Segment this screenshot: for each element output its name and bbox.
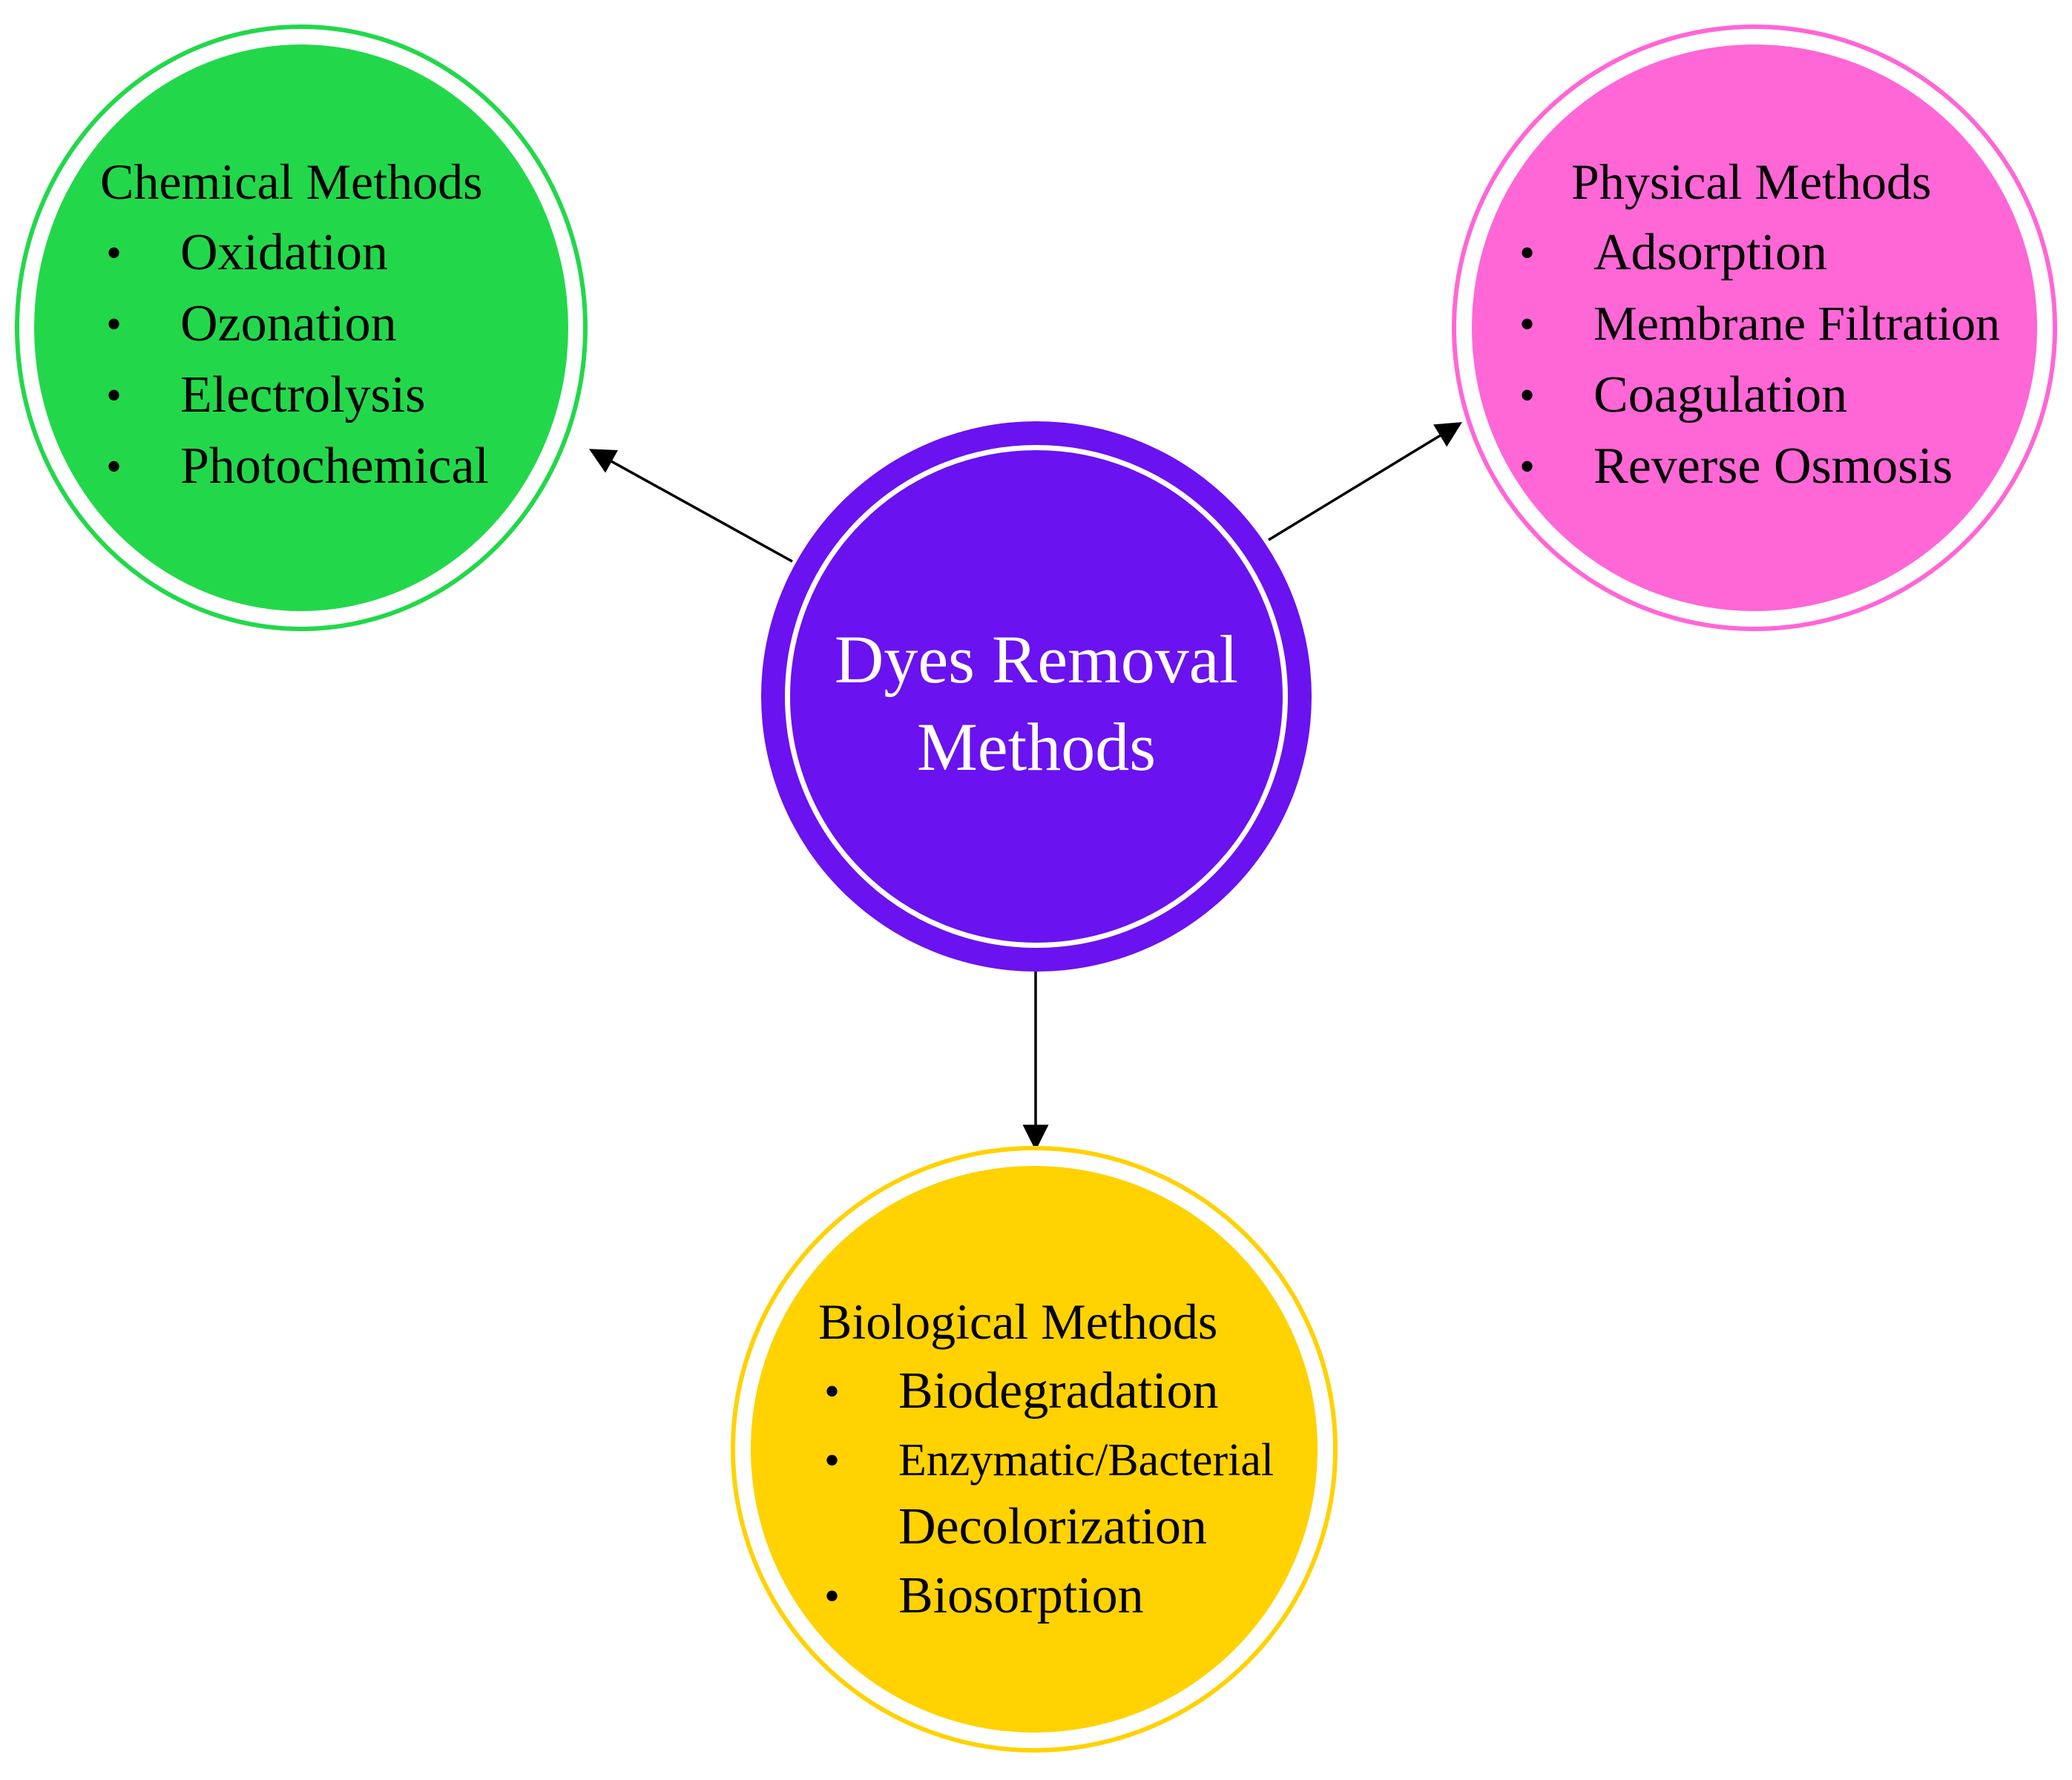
- biological-methods-circle: [751, 1166, 1318, 1733]
- center-title-line2: Methods: [917, 709, 1156, 785]
- bullet: •: [1519, 441, 1536, 491]
- list-item: •Biosorption: [818, 1560, 1274, 1632]
- chemical-methods-content: Chemical Methods •Oxidation •Ozonation •…: [100, 152, 489, 502]
- bullet: •: [106, 228, 122, 277]
- physical-methods-title: Physical Methods: [1571, 154, 1932, 210]
- bullet: •: [106, 370, 122, 420]
- list-item: •Electrolysis: [100, 360, 489, 431]
- list-item-continuation: Decolorization: [898, 1497, 1207, 1555]
- center-node-ring: [785, 445, 1288, 948]
- list-item: •Biodegradation: [818, 1356, 1274, 1427]
- bullet: •: [106, 441, 122, 491]
- list-item: •Coagulation: [1513, 360, 2000, 431]
- center-title: Dyes Removal Methods: [761, 616, 1312, 791]
- list-item: •Ozonation: [100, 289, 489, 360]
- biological-methods-list: •Biodegradation •Enzymatic/Bacterial Dec…: [818, 1356, 1274, 1632]
- list-item: •Membrane Filtration: [1513, 289, 2000, 360]
- physical-methods-circle: [1472, 44, 2037, 611]
- arrow-to-physical: [1268, 422, 1462, 541]
- bullet: •: [824, 1366, 841, 1416]
- list-item: •Adsorption: [1513, 217, 2000, 289]
- bullet: •: [824, 1571, 841, 1621]
- arrow-to-chemical: [588, 449, 793, 563]
- chemical-methods-circle: [34, 44, 568, 611]
- bullet: •: [824, 1435, 841, 1485]
- bullet: •: [1519, 299, 1536, 349]
- list-item: •Enzymatic/Bacterial: [818, 1427, 1274, 1494]
- list-item: •Photochemical: [100, 431, 489, 502]
- biological-methods-title: Biological Methods: [818, 1293, 1218, 1350]
- bullet: •: [1519, 370, 1536, 420]
- list-item: •Reverse Osmosis: [1513, 431, 2000, 502]
- list-item: •Oxidation: [100, 217, 489, 289]
- biological-methods-content: Biological Methods •Biodegradation •Enzy…: [818, 1292, 1274, 1632]
- center-title-line1: Dyes Removal: [834, 622, 1239, 697]
- bullet: •: [1519, 228, 1536, 277]
- physical-methods-content: Physical Methods •Adsorption •Membrane F…: [1513, 152, 2000, 502]
- physical-methods-list: •Adsorption •Membrane Filtration •Coagul…: [1513, 217, 2000, 502]
- bullet: •: [106, 299, 122, 349]
- chemical-methods-list: •Oxidation •Ozonation •Electrolysis •Pho…: [100, 217, 489, 502]
- chemical-methods-title: Chemical Methods: [100, 154, 483, 210]
